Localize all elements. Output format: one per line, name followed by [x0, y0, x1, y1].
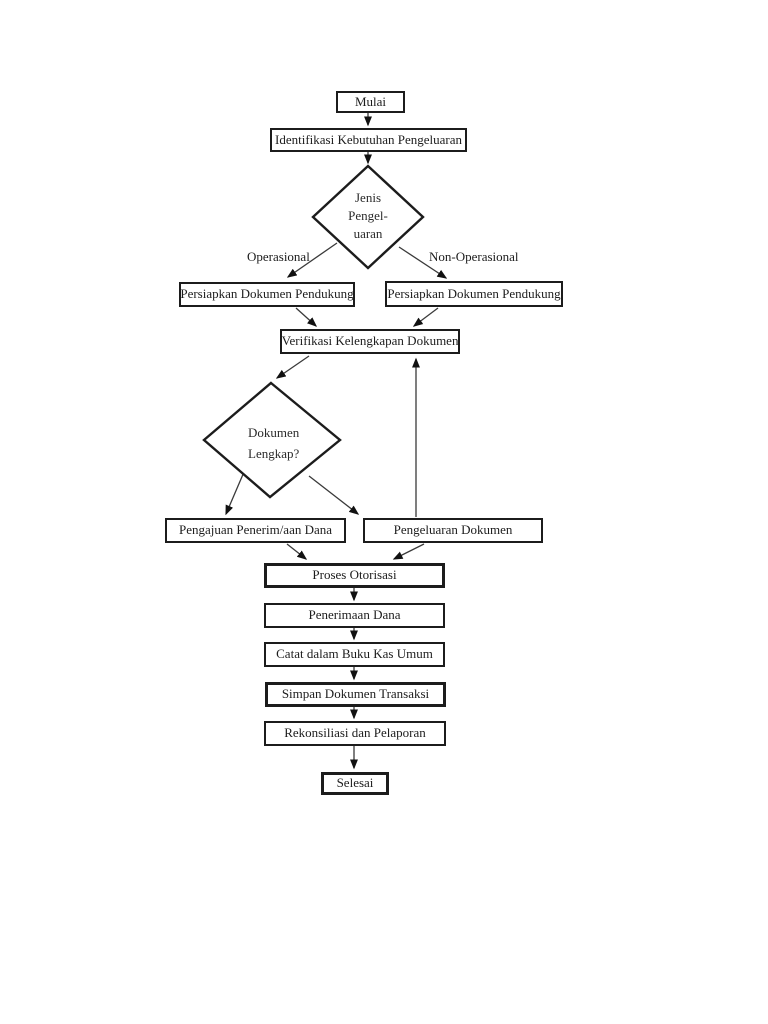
edge-dokumen-lengkap-pengeluaran — [308, 475, 360, 515]
node-pengeluaran-dokumen: Pengeluaran Dokumen — [363, 518, 543, 543]
edge-jenis-persiapkan-non-operasional — [398, 246, 448, 279]
node-pengajuan-penerimaan-dana: Pengajuan Penerim/aan Dana — [165, 518, 346, 543]
edge-dokumen-lengkap-pengajuan — [225, 471, 245, 516]
node-catat-buku-kas-umum: Catat dalam Buku Kas Umum — [264, 642, 445, 667]
node-mulai: Mulai — [336, 91, 405, 113]
node-proses-otorisasi: Proses Otorisasi — [264, 563, 445, 588]
edge-persiapkan-operasional-verifikasi — [295, 307, 318, 327]
decision-dokumen-lengkap-label: Dokumen Lengkap? — [248, 422, 299, 464]
decision-dokumen-lengkap-shape — [202, 381, 342, 499]
node-rekonsiliasi-pelaporan: Rekonsiliasi dan Pelaporan — [264, 721, 446, 746]
decision-jenis-pengeluaran-shape — [311, 164, 425, 270]
node-persiapkan-dokumen-non-operasional: Persiapkan Dokumen Pendukung — [385, 281, 563, 307]
node-persiapkan-dokumen-operasional: Persiapkan Dokumen Pendukung — [179, 282, 355, 307]
edge-pengajuan-proses — [286, 543, 308, 560]
edge-persiapkan-non-operasional-verifikasi — [412, 307, 439, 327]
decision-jenis-line2: Pengel- — [348, 208, 388, 223]
edge-verifikasi-dokumen-lengkap — [275, 355, 310, 379]
edge-jenis-persiapkan-operasional — [286, 242, 338, 278]
edge-pengeluaran-proses — [392, 543, 425, 560]
node-simpan-dokumen-transaksi: Simpan Dokumen Transaksi — [265, 682, 446, 707]
branch-label-operasional: Operasional — [247, 249, 310, 264]
decision-dokumen-line2: Lengkap? — [248, 446, 300, 461]
decision-jenis-line3: uaran — [353, 226, 383, 241]
node-penerimaan-dana: Penerimaan Dana — [264, 603, 445, 628]
node-selesai: Selesai — [321, 772, 389, 795]
decision-jenis-line1: Jenis — [355, 190, 381, 205]
node-identifikasi-kebutuhan: Identifikasi Kebutuhan Pengeluaran — [270, 128, 467, 152]
decision-dokumen-line1: Dokumen — [248, 425, 300, 440]
branch-label-non-operasional: Non-Operasional — [429, 249, 519, 264]
decision-jenis-pengeluaran-label: Jenis Pengel- uaran — [330, 189, 406, 243]
node-verifikasi-kelengkapan: Verifikasi Kelengkapan Dokumen — [280, 329, 460, 354]
